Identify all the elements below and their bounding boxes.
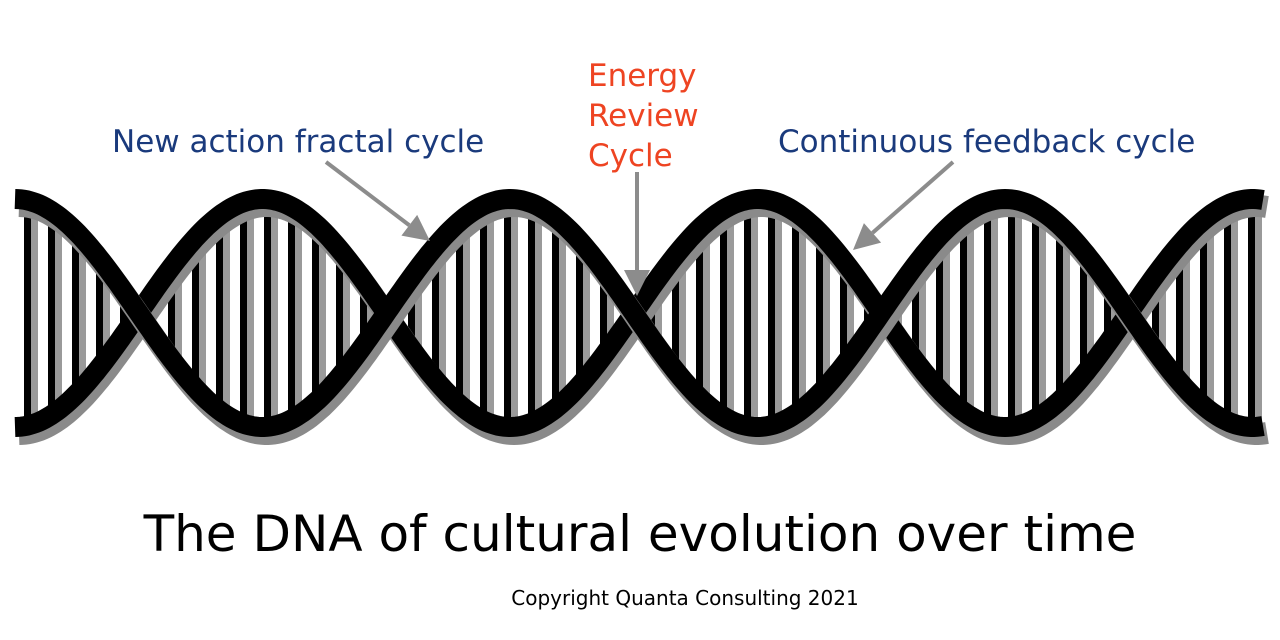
helix-rung: [576, 241, 590, 385]
label-cycle: Cycle: [588, 138, 673, 174]
helix-rung: [288, 206, 302, 420]
helix-rung: [936, 235, 950, 391]
helix-rung: [720, 209, 734, 417]
helix-rung: [312, 224, 326, 402]
label-continuous-feedback-cycle: Continuous feedback cycle: [778, 124, 1196, 160]
arrow-center-label: [624, 172, 650, 296]
helix-rung: [1080, 251, 1094, 375]
helix-rung: [1032, 207, 1046, 419]
copyright-notice: Copyright Quanta Consulting 2021: [511, 586, 859, 610]
arrow-left-label: [324, 160, 430, 241]
helix-rung: [1200, 219, 1214, 407]
helix-rung: [432, 245, 446, 381]
arrow-right-label: [853, 160, 955, 250]
label-new-action-fractal-cycle: New action fractal cycle: [112, 124, 485, 160]
helix-rung: [264, 199, 278, 427]
helix-rung: [192, 237, 206, 389]
helix-rung: [792, 212, 806, 414]
helix-rung: [504, 199, 518, 427]
diagram-title: The DNA of cultural evolution over time: [143, 505, 1137, 563]
label-energy-review-cycle: Energy Review Cycle: [588, 56, 699, 176]
helix-rung: [1008, 199, 1022, 427]
label-energy: Energy: [588, 58, 697, 94]
label-review: Review: [588, 98, 699, 134]
helix-rung: [456, 221, 470, 405]
helix-rung: [816, 233, 830, 393]
helix-rung: [1224, 204, 1238, 422]
helix-rung: [240, 202, 254, 424]
helix-rung: [552, 217, 566, 409]
helix-rung: [48, 211, 62, 415]
helix-strand-a: [14, 188, 1269, 445]
helix-rung: [1056, 225, 1070, 401]
helix-rung: [528, 203, 542, 423]
helix-rungs: [24, 199, 1262, 427]
helix-strands: [14, 188, 1269, 446]
helix-rung: [960, 214, 974, 412]
helix-rung: [1176, 243, 1190, 383]
helix-rung: [24, 200, 38, 426]
helix-rung: [1248, 199, 1262, 427]
callout-arrows: [324, 160, 955, 296]
helix-rung: [336, 249, 350, 377]
helix-rung: [768, 200, 782, 426]
helix-rung: [984, 201, 998, 425]
helix-rung: [696, 228, 710, 398]
helix-rung: [480, 205, 494, 421]
helix-rung: [744, 199, 758, 427]
helix-rung: [216, 215, 230, 411]
helix-rung: [72, 231, 86, 395]
